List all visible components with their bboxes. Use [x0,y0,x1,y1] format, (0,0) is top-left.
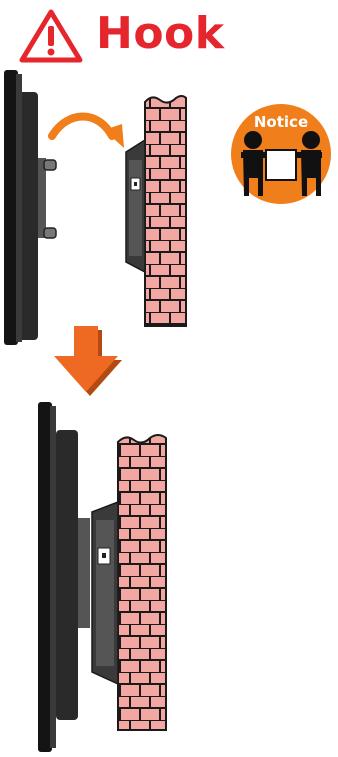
curved-arrow-icon [48,112,124,148]
down-arrow-icon [54,326,122,396]
wall-plate-top [125,138,146,274]
wall-plate-bottom [91,500,119,686]
page-title: Hook [96,8,225,59]
brick-wall-bottom [117,434,167,731]
tv-side-view-top [4,70,57,345]
tv-side-view-bottom [38,402,90,752]
notice-label: Notice [254,113,308,131]
brick-wall-top [144,95,187,327]
two-person-carry-icon [231,104,331,204]
warning-triangle-icon [19,9,83,63]
